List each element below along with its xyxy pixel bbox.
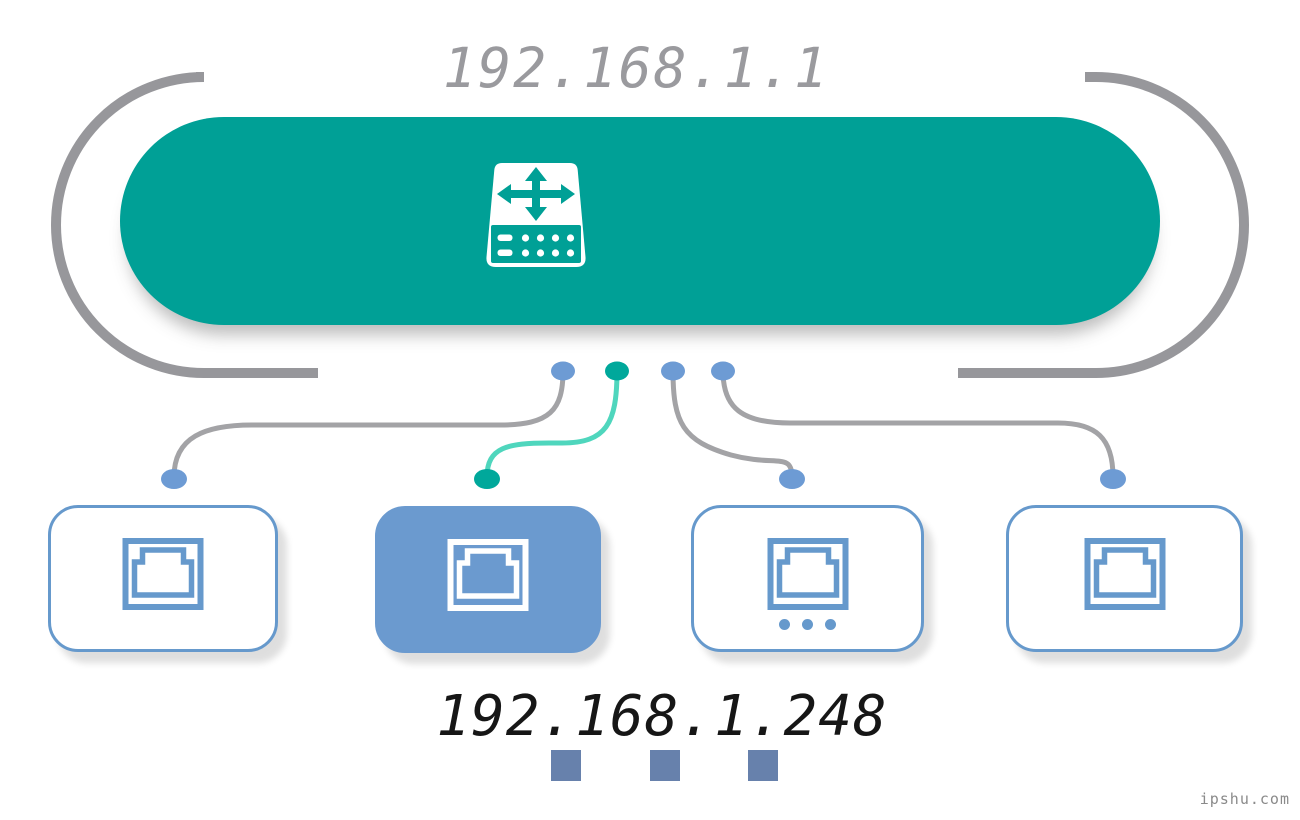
connector-line-port4 [720, 370, 1116, 478]
connector-line-port1 [171, 370, 566, 478]
port-box-3 [691, 505, 924, 652]
octet-square [551, 750, 581, 781]
octet-square [748, 750, 778, 781]
connector-line-port3 [670, 370, 795, 478]
octet-square [650, 750, 680, 781]
port-box-1 [48, 505, 278, 652]
ethernet-port-icon [447, 539, 529, 611]
port-box-4 [1006, 505, 1243, 652]
device-ip-label: 192.168.1.248 [436, 684, 888, 749]
device-port-dot-active [474, 469, 500, 489]
ethernet-port-icon [767, 538, 848, 610]
device-port-dot [779, 469, 805, 489]
watermark: ipshu.com [1199, 790, 1290, 808]
ellipsis-icon [694, 619, 921, 630]
connector-line-port2 [484, 370, 620, 478]
router-port-dot [711, 361, 735, 381]
router-pill [120, 117, 1160, 325]
device-port-dot [1100, 469, 1126, 489]
ethernet-port-icon [122, 538, 204, 610]
router-port-dot [661, 361, 685, 381]
ethernet-port-icon [1084, 538, 1165, 610]
router-port-dot-active [605, 361, 629, 381]
network-switch-icon [486, 163, 586, 267]
octet-squares [0, 750, 1300, 781]
router-port-dot [551, 361, 575, 381]
device-port-dot [161, 469, 187, 489]
four-direction-arrows-icon [497, 167, 575, 221]
port-box-2-active [375, 506, 601, 653]
router-ip-label: 192.168.1.1 [442, 36, 830, 100]
